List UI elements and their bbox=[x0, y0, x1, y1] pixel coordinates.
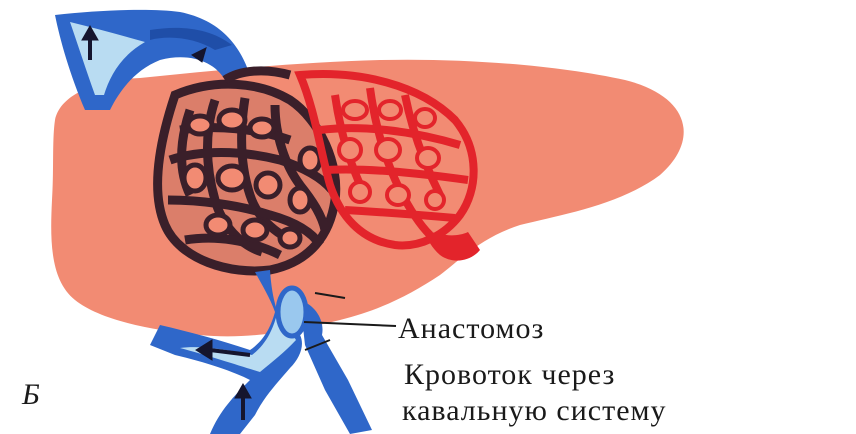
blood-flow-label-line1: Кровоток через bbox=[404, 358, 615, 392]
arterial-cells bbox=[339, 101, 444, 209]
anastomosis-vessel bbox=[278, 288, 306, 336]
blood-flow-label-line2: кавальную систему bbox=[402, 394, 667, 428]
panel-letter: Б bbox=[22, 378, 41, 412]
anastomosis-label: Анастомоз bbox=[398, 312, 544, 346]
